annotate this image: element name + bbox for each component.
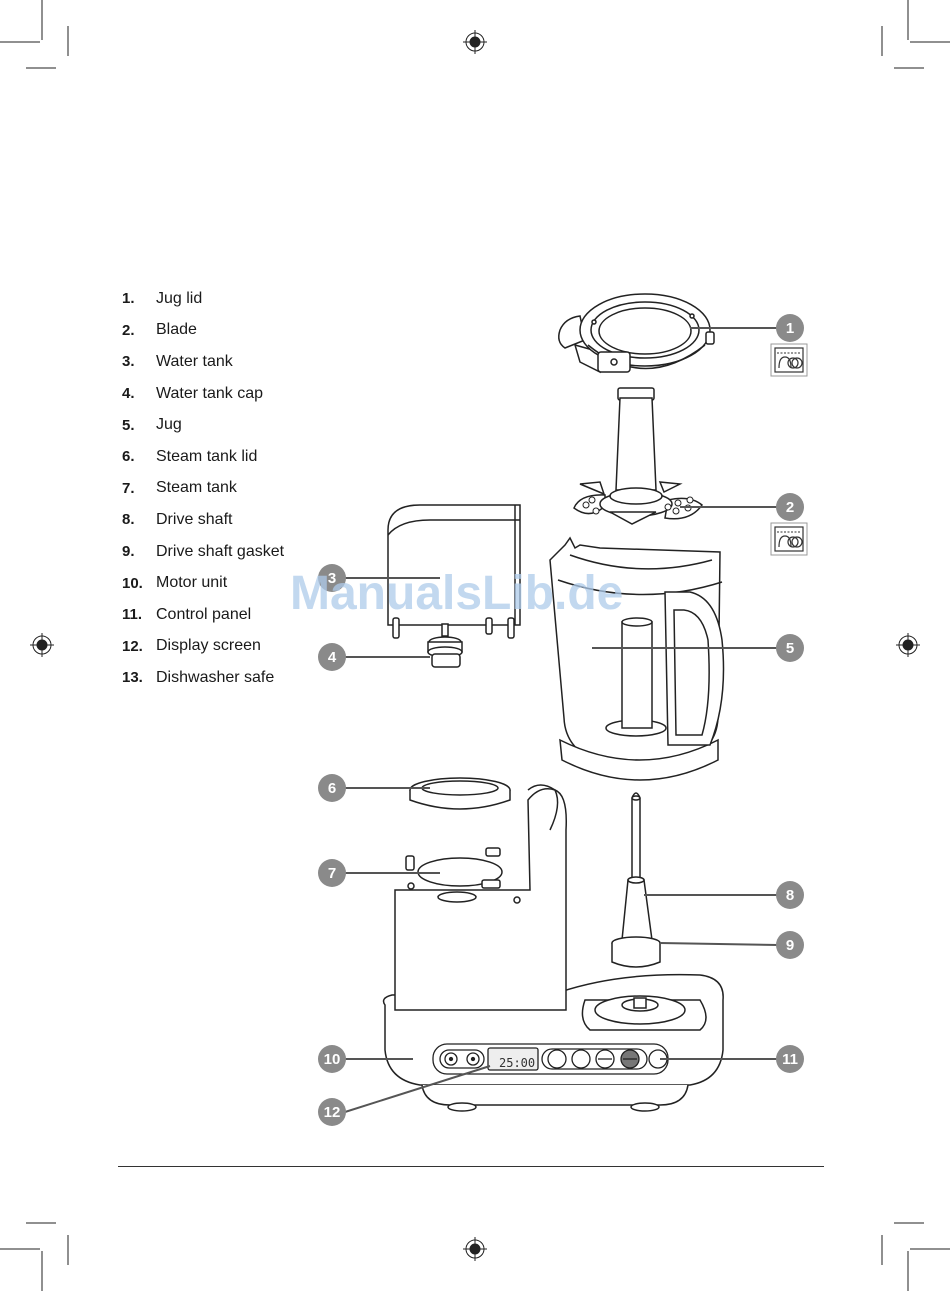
callout-8-label: 8 <box>786 887 794 904</box>
callout-11-label: 11 <box>782 1051 798 1068</box>
steam-tank-lid <box>410 778 510 809</box>
callout-6-label: 6 <box>328 780 336 797</box>
blade <box>574 388 702 524</box>
jug-lid <box>559 294 714 372</box>
callout-4-label: 4 <box>328 649 337 666</box>
footer-rule <box>118 1166 824 1167</box>
callout-5-label: 5 <box>786 640 794 657</box>
callout-12-label: 12 <box>324 1104 341 1121</box>
control-panel <box>433 1044 668 1074</box>
dishwasher-safe-icon <box>771 523 807 555</box>
callout-7-label: 7 <box>328 865 336 882</box>
registration-mark-icon <box>463 1237 487 1261</box>
callout-9-label: 9 <box>786 937 794 954</box>
drive-shaft <box>622 793 652 940</box>
callout-10-label: 10 <box>324 1051 341 1068</box>
callout-2-label: 2 <box>786 499 794 516</box>
dishwasher-safe-icon <box>771 344 807 376</box>
registration-mark-icon <box>463 30 487 54</box>
drive-shaft-gasket <box>612 937 660 967</box>
watermark: ManualsLib.de <box>290 566 623 621</box>
registration-mark-icon <box>30 633 54 657</box>
callout-1-label: 1 <box>786 320 794 337</box>
registration-mark-icon <box>896 633 920 657</box>
display-screen-time: 25:00 <box>499 1056 535 1070</box>
water-tank-cap <box>428 624 462 667</box>
